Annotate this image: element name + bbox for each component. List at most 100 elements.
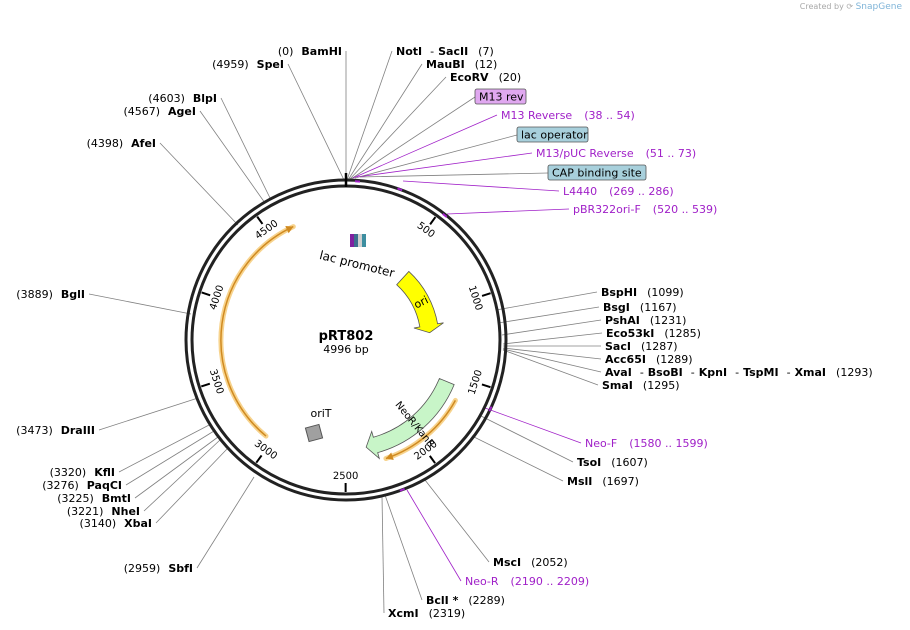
site-saci: SacI(1287) bbox=[605, 340, 678, 353]
primer-leader bbox=[484, 407, 582, 444]
leader-line bbox=[118, 423, 212, 473]
primer-m13reverse: M13 Reverse(38 .. 54) bbox=[501, 109, 635, 122]
primer-neof: Neo-F(1580 .. 1599) bbox=[585, 437, 708, 450]
ruler-label: 3000 bbox=[252, 438, 279, 462]
feature-box-label: lac operator bbox=[521, 129, 588, 142]
leader-line bbox=[199, 110, 266, 204]
ruler-tick bbox=[200, 382, 211, 388]
site-maubi: MauBI(12) bbox=[426, 58, 497, 71]
ruler-tick bbox=[481, 292, 491, 297]
leader-line bbox=[502, 347, 602, 360]
feature-box bbox=[547, 164, 647, 181]
site-spei: (4959)SpeI bbox=[212, 58, 284, 71]
site-bgli: (3889)BglI bbox=[16, 288, 85, 301]
leader-line bbox=[502, 349, 599, 386]
leader-line bbox=[384, 494, 423, 601]
leader-line bbox=[497, 306, 600, 324]
site-ecorv: EcoRV(20) bbox=[450, 71, 521, 84]
primer-leader bbox=[352, 114, 498, 179]
primer-leader bbox=[446, 208, 570, 215]
primer-mark bbox=[442, 213, 448, 218]
box-leader bbox=[359, 172, 549, 178]
site-smai: SmaI(1295) bbox=[602, 379, 679, 392]
site-avai: AvaI-BsoBI-KpnI-TspMI-XmaI(1293) bbox=[605, 366, 873, 379]
site-draiii: (3473)DraIII bbox=[16, 424, 95, 437]
site-noti: NotI-SacII(7) bbox=[396, 45, 494, 58]
orf-arc bbox=[220, 225, 294, 437]
feature-box bbox=[516, 126, 589, 143]
leader-line bbox=[502, 332, 603, 345]
primer-neor: Neo-R(2190 .. 2209) bbox=[465, 575, 589, 588]
ruler-label: 3500 bbox=[207, 368, 225, 396]
site-acc65i: Acc65I(1289) bbox=[605, 353, 693, 366]
leader-line bbox=[347, 63, 423, 181]
site-bsphi: BspHI(1099) bbox=[601, 286, 684, 299]
leader-line bbox=[143, 439, 221, 512]
site-xbai: (3140)XbaI bbox=[80, 517, 152, 530]
ruler-tick bbox=[255, 454, 263, 464]
site-bsgi: BsgI(1167) bbox=[603, 301, 676, 314]
snapgene-logo-icon: ⟳ bbox=[846, 2, 854, 11]
ruler-tick bbox=[201, 291, 211, 297]
site-msli: MslI(1697) bbox=[567, 475, 639, 488]
site-xcmi: XcmI(2319) bbox=[388, 607, 465, 620]
leader-line bbox=[125, 430, 215, 486]
leader-line bbox=[501, 319, 602, 336]
orf-arc bbox=[385, 400, 457, 460]
primer-m13pucreverse: M13/pUC Reverse(51 .. 73) bbox=[536, 147, 696, 160]
leader-line bbox=[134, 436, 219, 499]
leader-line bbox=[424, 479, 490, 563]
leader-line bbox=[98, 397, 199, 431]
site-tsoi: TsoI(1607) bbox=[577, 456, 648, 469]
feature-box-label: M13 rev bbox=[479, 91, 524, 104]
feature-box bbox=[474, 88, 527, 105]
leader-line bbox=[196, 476, 255, 569]
ruler-tick bbox=[429, 455, 436, 464]
feature-label: ori bbox=[412, 293, 431, 311]
primer-mark bbox=[488, 406, 493, 412]
primer-leader bbox=[406, 489, 462, 582]
leader-line bbox=[88, 293, 192, 315]
orf-arrowhead bbox=[385, 452, 394, 461]
leader-line bbox=[287, 63, 345, 181]
orf-arrowhead bbox=[285, 225, 294, 234]
backbone-ring bbox=[184, 173, 508, 502]
site-bamhi: (0)BamHI bbox=[278, 45, 342, 58]
leader-line bbox=[348, 76, 447, 181]
ruler-tick bbox=[429, 216, 437, 225]
snapgene-credit: Created by ⟳ SnapGene bbox=[800, 2, 902, 12]
leader-lines bbox=[88, 50, 603, 614]
site-pshai: PshAI(1231) bbox=[605, 314, 686, 327]
plasmid-name: pRT802 bbox=[319, 329, 374, 344]
leader-line bbox=[502, 348, 602, 373]
leader-line bbox=[480, 415, 574, 463]
box-leader bbox=[350, 96, 476, 180]
ruler-label: 1000 bbox=[466, 284, 484, 312]
site-labels: (0)BamHI NotI-SacII(7)MauBI(12)EcoRV(20) (… bbox=[16, 45, 872, 620]
orf-arcs bbox=[218, 224, 458, 461]
primer-pbr322orif: pBR322ori-F(520 .. 539) bbox=[573, 203, 717, 216]
leader-line bbox=[381, 495, 385, 614]
orit-marker bbox=[304, 423, 324, 443]
leader-line bbox=[495, 291, 598, 311]
site-bcli: BclI *(2289) bbox=[426, 594, 505, 607]
leader-line bbox=[155, 448, 228, 524]
plasmid-length: 4996 bp bbox=[323, 343, 368, 356]
site-msci: MscI(2052) bbox=[493, 556, 568, 569]
site-bmti: (3225)BmtI bbox=[57, 492, 131, 505]
ruler-label: 500 bbox=[415, 220, 437, 240]
ruler-tick bbox=[481, 383, 491, 389]
site-sbfi: (2959)SbfI bbox=[124, 562, 193, 575]
box-leader bbox=[354, 134, 518, 179]
primer-l4440: L4440(269 .. 286) bbox=[563, 185, 674, 198]
site-kfli: (3320)KflI bbox=[50, 466, 115, 479]
site-agei: (4567)AgeI bbox=[123, 105, 196, 118]
primer-mark bbox=[399, 487, 405, 492]
leader-line bbox=[220, 97, 272, 201]
feature-arrow-neor-kanr bbox=[365, 377, 455, 460]
credit-text: Created by bbox=[799, 2, 844, 11]
site-afei: (4398)AfeI bbox=[87, 137, 156, 150]
primer-leader bbox=[402, 180, 560, 192]
credit-brand: SnapGene bbox=[855, 2, 902, 12]
